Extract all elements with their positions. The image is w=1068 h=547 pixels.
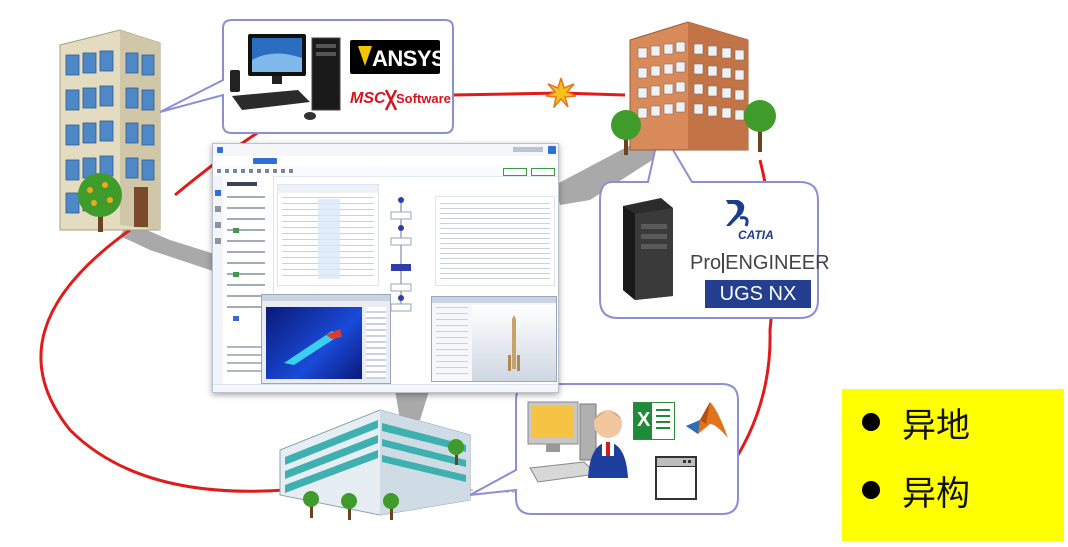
pro-engineer-engineer-text: ENGINEER — [725, 251, 830, 274]
legend-item: 异地 — [862, 397, 970, 447]
workstation-user-icon — [527, 401, 628, 483]
legend-item-label: 异构 — [902, 473, 970, 514]
pro-engineer-divider — [722, 253, 725, 273]
link-top — [451, 91, 626, 97]
workflow-graph — [390, 197, 412, 312]
active-tab[interactable] — [253, 158, 277, 164]
data-table-panel — [277, 184, 379, 286]
catia-ds-logo-icon — [726, 200, 749, 227]
link-right-bottom — [733, 329, 772, 461]
tree-icon — [78, 173, 122, 232]
msc-logo-text: MSC — [350, 90, 386, 107]
excel-icon-letter: X — [637, 409, 651, 431]
msc-software-logo: MSC Software — [350, 88, 451, 114]
tree-icon — [303, 439, 464, 520]
toolbar — [213, 166, 558, 177]
office-building-bottom — [279, 409, 471, 520]
app-window-icon — [655, 456, 697, 500]
workflow-panel — [389, 194, 413, 314]
fea-model-icon — [284, 329, 342, 365]
ugs-nx-logo: UGS NX — [705, 280, 811, 308]
explosion-spark-icon — [546, 78, 576, 108]
office-building-left — [59, 29, 161, 232]
legend-item: 异构 — [862, 465, 970, 515]
app-logo-icon — [217, 147, 223, 153]
excel-icon: X — [633, 402, 675, 440]
bullet-dot-icon — [862, 413, 880, 431]
legend-item-label: 异地 — [902, 405, 970, 446]
ansys-accent — [358, 46, 372, 66]
desktop-computer-icon — [230, 34, 341, 120]
user-avatar-icon — [548, 146, 556, 154]
project-tree-panel — [223, 176, 274, 392]
tree-icon — [744, 100, 776, 152]
bullet-dot-icon — [862, 481, 880, 499]
ansys-logo-text: ANSYS — [372, 46, 446, 71]
tree-icon — [611, 110, 641, 155]
msc-x-mark — [384, 89, 398, 111]
cad-viewer-window — [431, 296, 557, 382]
results-table-panel — [435, 196, 555, 286]
road-right — [555, 140, 668, 205]
software-logo-text: Software — [396, 91, 451, 106]
cae-solver-window — [261, 294, 391, 384]
road-bottom — [395, 388, 430, 420]
pro-engineer-pro-text: Pro — [690, 251, 722, 274]
link-left-bottom — [39, 228, 286, 493]
rocket-model-icon — [508, 315, 520, 371]
matlab-icon — [686, 402, 728, 438]
legend-box: 异地 异构 — [842, 389, 1064, 541]
office-building-right — [611, 21, 776, 155]
catia-logo-text: CATIA — [738, 228, 774, 242]
collaboration-software-screenshot — [212, 143, 559, 393]
pro-engineer-logo: Pro ENGINEER — [690, 250, 830, 276]
status-bar — [213, 384, 558, 392]
ansys-logo: ANSYS — [350, 40, 446, 74]
server-tower-icon — [623, 198, 673, 300]
